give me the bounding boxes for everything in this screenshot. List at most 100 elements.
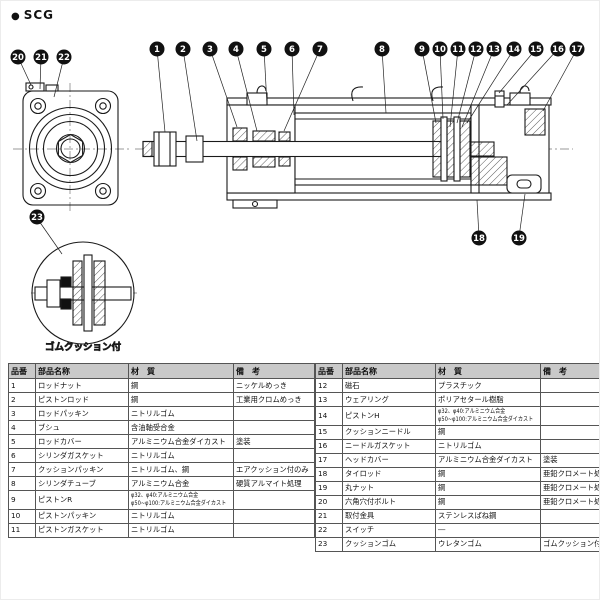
part-name-cell: ピストンガスケット xyxy=(35,522,129,538)
part-no-cell: 7 xyxy=(8,462,36,477)
callout-7: 7 xyxy=(312,41,328,57)
remarks-cell xyxy=(233,420,315,435)
callout-8: 8 xyxy=(374,41,390,57)
part-name-cell: ロッドカバー xyxy=(35,434,129,449)
part-name-cell: 磁石 xyxy=(342,378,436,393)
callout-17: 17 xyxy=(569,41,585,57)
callout-18: 18 xyxy=(471,230,487,246)
part-no-cell: 21 xyxy=(315,508,343,524)
remarks-cell: 硬質アルマイト処理 xyxy=(233,476,315,491)
part-name-cell: シリンダチューブ xyxy=(35,476,129,491)
callout-19: 19 xyxy=(511,230,527,246)
remarks-cell: 亜鉛クロメート処理 xyxy=(540,466,599,482)
part-name-cell: タイロッド xyxy=(342,466,436,482)
remarks-cell xyxy=(540,522,599,538)
remarks-cell xyxy=(233,406,315,421)
callout-5: 5 xyxy=(256,41,272,57)
col-header-remarks: 備 考 xyxy=(233,363,315,379)
table-header-row: 品番 部品名称 材 質 備 考 xyxy=(8,363,315,379)
material-cell: 鋼 xyxy=(435,424,541,440)
part-no-cell: 13 xyxy=(315,392,343,407)
callout-11: 11 xyxy=(450,41,466,57)
callout-4: 4 xyxy=(228,41,244,57)
material-cell: ニトリルゴム xyxy=(128,522,234,538)
material-cell: 鋼 xyxy=(435,480,541,496)
remarks-cell xyxy=(540,438,599,454)
part-no-cell: 11 xyxy=(8,522,36,538)
svg-text:12: 12 xyxy=(470,45,482,55)
svg-text:23: 23 xyxy=(31,213,43,223)
col-header-material: 材 質 xyxy=(128,363,234,379)
remarks-cell xyxy=(540,378,599,393)
part-no-cell: 6 xyxy=(8,448,36,463)
bullet-icon: ● xyxy=(11,11,21,22)
callout-20: 20 xyxy=(10,49,26,65)
remarks-cell: 亜鉛クロメート処理 xyxy=(540,480,599,496)
leader-lines xyxy=(17,48,578,255)
material-cell: プラスチック xyxy=(435,378,541,393)
material-cell: アルミニウム合金ダイカスト xyxy=(128,434,234,449)
part-no-cell: 19 xyxy=(315,480,343,496)
callout-3: 3 xyxy=(202,41,218,57)
callout-6: 6 xyxy=(284,41,300,57)
part-name-cell: 六角穴付ボルト xyxy=(342,494,436,510)
svg-text:20: 20 xyxy=(12,53,24,63)
callout-23: 23 xyxy=(29,209,45,225)
callout-14: 14 xyxy=(506,41,522,57)
remarks-cell: 塗装 xyxy=(540,452,599,468)
part-no-cell: 14 xyxy=(315,406,343,426)
side-section-view xyxy=(142,85,552,209)
material-cell: ニトリルゴム xyxy=(128,508,234,524)
part-no-cell: 10 xyxy=(8,508,36,524)
material-cell: ステンレスばね鋼 xyxy=(435,508,541,524)
svg-text:3: 3 xyxy=(207,45,213,55)
table-row: 19丸ナット鋼亜鉛クロメート処理 xyxy=(315,480,599,496)
callout-12: 12 xyxy=(468,41,484,57)
material-cell: ニトリルゴム xyxy=(128,406,234,421)
remarks-cell xyxy=(233,448,315,463)
svg-text:17: 17 xyxy=(571,45,583,55)
remarks-cell: 塗装 xyxy=(233,434,315,449)
detail-view: ゴムクッション付 xyxy=(31,241,135,354)
remarks-cell xyxy=(233,522,315,538)
part-name-cell: ロッドパッキン xyxy=(35,406,129,421)
material-cell: 含油軸受合金 xyxy=(128,420,234,435)
col-header-material: 材 質 xyxy=(435,363,541,379)
part-no-cell: 23 xyxy=(315,536,343,552)
material-cell: ウレタンゴム xyxy=(435,536,541,552)
part-no-cell: 17 xyxy=(315,452,343,468)
table-row: 18タイロッド鋼亜鉛クロメート処理 xyxy=(315,466,599,482)
remarks-cell xyxy=(233,490,315,510)
callout-10: 10 xyxy=(432,41,448,57)
remarks-cell xyxy=(540,508,599,524)
part-name-cell: ニードルガスケット xyxy=(342,438,436,454)
part-name-cell: シリンダガスケット xyxy=(35,448,129,463)
material-cell: アルミニウム合金ダイカスト xyxy=(435,452,541,468)
material-cell: 鋼 xyxy=(435,466,541,482)
part-name-cell: ウェアリング xyxy=(342,392,436,407)
remarks-cell: ゴムクッション付のみ xyxy=(540,536,599,552)
material-cell: 鋼 xyxy=(435,494,541,510)
svg-text:11: 11 xyxy=(452,45,464,55)
part-no-cell: 15 xyxy=(315,424,343,440)
callout-9: 9 xyxy=(414,41,430,57)
part-no-cell: 5 xyxy=(8,434,36,449)
table-row: 23クッションゴムウレタンゴムゴムクッション付のみ xyxy=(315,536,599,552)
svg-text:10: 10 xyxy=(434,45,446,55)
part-no-cell: 9 xyxy=(8,490,36,510)
remarks-cell: 亜鉛クロメート処理 xyxy=(540,494,599,510)
